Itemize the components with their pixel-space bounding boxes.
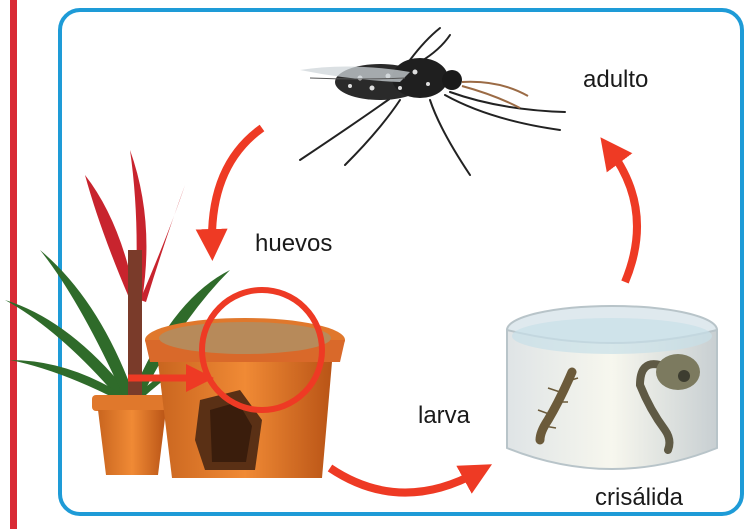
label-eggs: huevos	[255, 230, 332, 258]
arrow-adult-to-eggs	[212, 128, 262, 245]
label-pupa: crisálida	[595, 484, 683, 512]
label-adult: adulto	[583, 66, 648, 94]
flower-pot-icon	[145, 318, 345, 478]
label-larva: larva	[418, 402, 470, 430]
small-flower-pot-icon	[92, 395, 172, 475]
arrow-pupa-to-adult	[610, 150, 637, 282]
mosquito-icon	[300, 28, 565, 175]
arrow-larva-transition	[330, 468, 478, 493]
